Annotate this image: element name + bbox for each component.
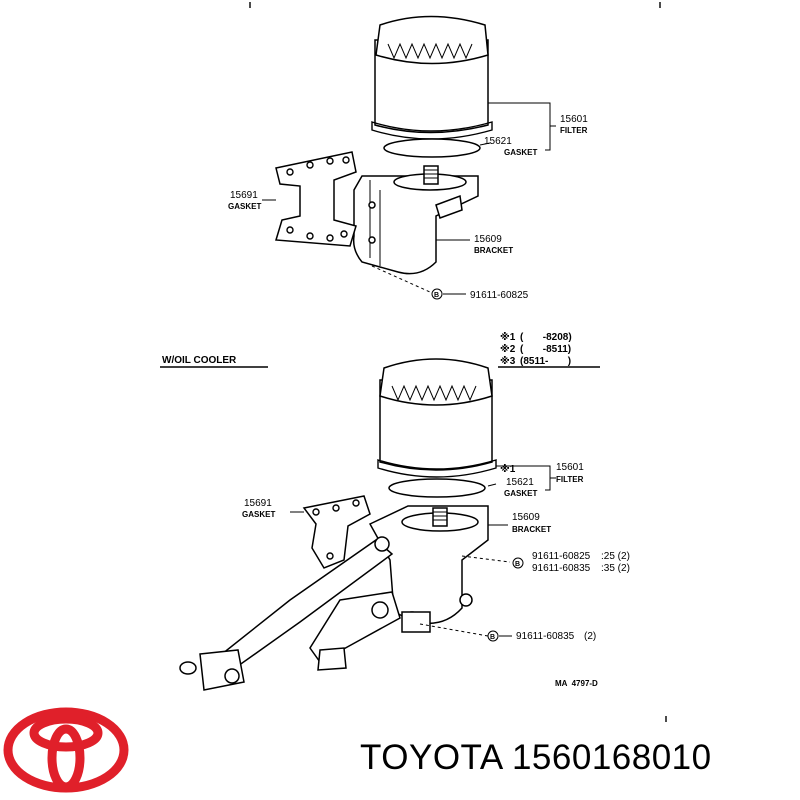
lower-left-gasket-number: 15691: [244, 498, 272, 509]
lower-bracket-name: BRACKET: [512, 525, 551, 534]
note-mark-1: ※1: [500, 331, 516, 343]
oil-cooler-heading: W/OIL COOLER: [162, 355, 237, 366]
variant-notes: ※1 ( -8208) ※2 ( -8511) ※3 (8511- ): [498, 331, 600, 368]
upper-assembly: [249, 2, 661, 293]
lower-filter-name: FILTER: [556, 475, 584, 484]
lower-bolt-bottom-callout: B 91611-60835 (2): [487, 630, 596, 642]
upper-left-gasket-name: GASKET: [228, 202, 261, 211]
lower-assembly: [179, 358, 556, 691]
upper-filter-name: FILTER: [560, 126, 588, 135]
lower-bolt-bottom-number: 91611-60835: [516, 631, 575, 642]
lower-bolt-bottom-qty: (2): [584, 631, 596, 642]
lower-bolt-bottom-glyph: B: [490, 634, 495, 641]
lower-filter-mark: ※1: [500, 463, 516, 475]
upper-gasket-name: GASKET: [504, 148, 537, 157]
upper-oil-filter: [371, 15, 493, 140]
upper-bracket-number: 15609: [474, 234, 502, 245]
lower-gasket-name: GASKET: [504, 489, 537, 498]
upper-gasket-number: 15621: [484, 136, 512, 147]
lower-bracket: [368, 505, 489, 633]
toyota-logo: [3, 707, 129, 793]
lower-left-gasket: [302, 495, 371, 569]
note-mark-3: ※3: [500, 355, 516, 367]
lower-filter-gasket: [388, 478, 486, 498]
note-text-1: ( -8208): [520, 332, 572, 343]
lower-bolt-pair-glyph: B: [515, 561, 520, 568]
upper-left-gasket-number: 15691: [230, 190, 258, 201]
lower-bolt-pair-qty-2: :35 (2): [601, 563, 630, 574]
note-text-2: ( -8511): [520, 344, 571, 355]
upper-left-gasket: [275, 151, 357, 247]
oil-cooler-arm: [179, 536, 401, 691]
note-text-3: (8511- ): [520, 356, 571, 367]
note-mark-2: ※2: [500, 343, 516, 355]
lower-bolt-pair-callout: B 91611-60825 :25 (2) 91611-60835 :35 (2…: [512, 551, 630, 574]
upper-bolt-glyph: B: [434, 292, 439, 299]
upper-bolt-callout: B 91611-60825: [431, 288, 529, 301]
diagram-code: MA 4797-D: [555, 679, 598, 688]
lower-bolt-pair-number-2: 91611-60835: [532, 563, 591, 574]
upper-bracket-name: BRACKET: [474, 246, 513, 255]
lower-filter-number: 15601: [556, 462, 584, 473]
lower-gasket-number: 15621: [506, 477, 534, 488]
lower-bolt-pair-qty-1: :25 (2): [601, 551, 630, 562]
upper-bolt-number: 91611-60825: [470, 290, 529, 301]
upper-bracket: [352, 165, 479, 275]
lower-bolt-pair-number-1: 91611-60825: [532, 551, 591, 562]
lower-oil-filter: [377, 358, 497, 478]
brand-part-title: TOYOTA 1560168010: [360, 738, 712, 777]
lower-left-gasket-name: GASKET: [242, 510, 275, 519]
lower-bracket-number: 15609: [512, 512, 540, 523]
upper-filter-number: 15601: [560, 114, 588, 125]
upper-filter-gasket: [383, 138, 481, 158]
